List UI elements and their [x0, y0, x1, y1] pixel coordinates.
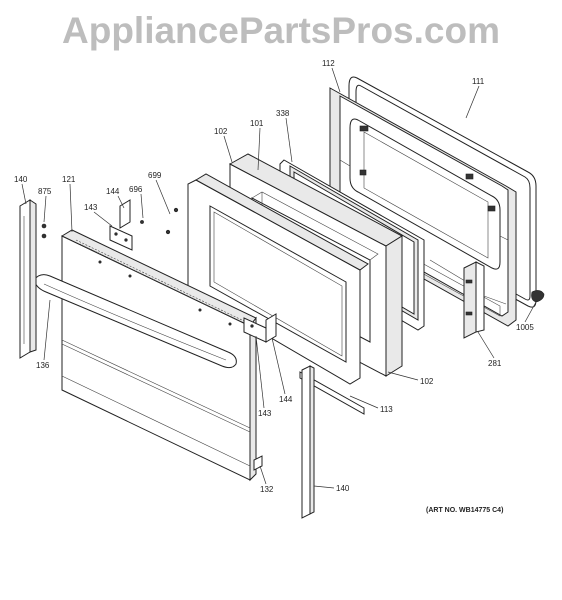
part-699-screws[interactable] — [165, 207, 179, 235]
part-121-door-panel[interactable] — [60, 229, 257, 482]
part-875-screws[interactable] — [41, 223, 47, 239]
callout-102-upper: 102 — [214, 127, 228, 136]
callout-696: 696 — [129, 185, 143, 194]
callout-281: 281 — [488, 359, 502, 368]
callout-113: 113 — [380, 405, 393, 414]
art-number: (ART NO. WB14775 C4) — [426, 507, 503, 514]
part-140-right-strip[interactable] — [301, 365, 315, 519]
part-136-handle[interactable] — [33, 274, 237, 369]
callout-144-lower: 144 — [279, 395, 293, 404]
part-140-left-strip[interactable] — [19, 199, 37, 359]
part-113-trim[interactable] — [299, 371, 365, 415]
callout-132: 132 — [260, 485, 274, 494]
callout-699: 699 — [148, 171, 162, 180]
callout-875: 875 — [38, 187, 52, 196]
part-102-frame[interactable] — [187, 173, 369, 385]
callout-112: 112 — [322, 59, 335, 68]
part-143-bracket-upper[interactable] — [109, 225, 133, 251]
callout-102-lower: 102 — [420, 377, 434, 386]
callout-labels: 112 111 338 102 101 699 696 144 143 140 … — [14, 59, 534, 514]
callout-144-upper: 144 — [106, 187, 120, 196]
callout-140-left: 140 — [14, 175, 28, 184]
callout-143-upper: 143 — [84, 203, 98, 212]
callout-101: 101 — [250, 119, 264, 128]
part-1005-screw[interactable] — [531, 290, 545, 303]
callout-143-lower: 143 — [258, 409, 272, 418]
callout-136: 136 — [36, 361, 50, 370]
leader-lines — [21, 67, 537, 489]
part-281-hinge[interactable] — [463, 261, 507, 339]
callout-121: 121 — [62, 175, 76, 184]
part-696-screw[interactable] — [140, 220, 144, 224]
callout-338: 338 — [276, 109, 290, 118]
callout-1005: 1005 — [516, 323, 534, 332]
part-144-bracket-upper[interactable] — [119, 199, 131, 229]
part-144-bracket-lower[interactable] — [265, 313, 277, 343]
callout-140-right: 140 — [336, 484, 350, 493]
callout-111: 111 — [472, 77, 485, 86]
watermark-logo: AppliancePartsPros.com — [62, 10, 500, 51]
